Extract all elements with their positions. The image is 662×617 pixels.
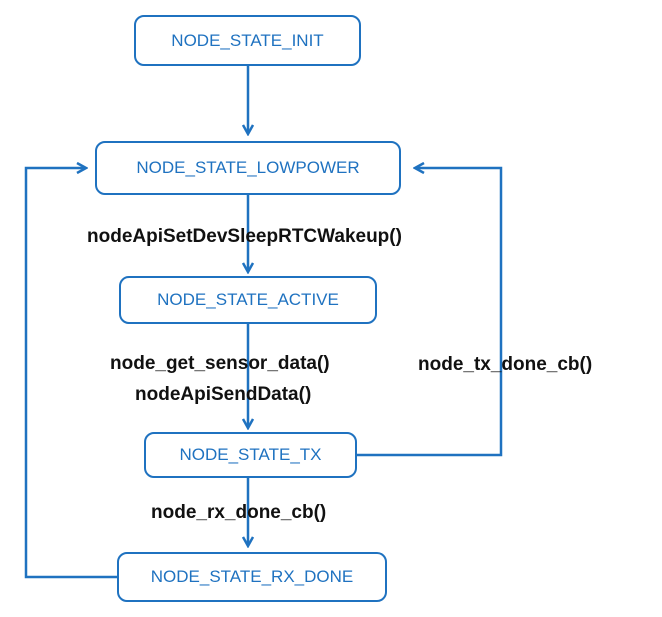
node-state-lowpower: NODE_STATE_LOWPOWER [95,141,401,195]
node-state-tx: NODE_STATE_TX [144,432,357,478]
arrow-tx-to-lowpower [357,168,501,455]
label-get-sensor-data: node_get_sensor_data() [110,353,330,375]
label-tx-done-cb: node_tx_done_cb() [418,354,592,376]
label-send-data: nodeApiSendData() [135,384,311,406]
node-state-rx-done: NODE_STATE_RX_DONE [117,552,387,602]
label-sleep-wakeup: nodeApiSetDevSleepRTCWakeup() [87,226,402,248]
label-rx-done-cb: node_rx_done_cb() [151,502,326,524]
node-state-active: NODE_STATE_ACTIVE [119,276,377,324]
node-state-init: NODE_STATE_INIT [134,15,361,66]
